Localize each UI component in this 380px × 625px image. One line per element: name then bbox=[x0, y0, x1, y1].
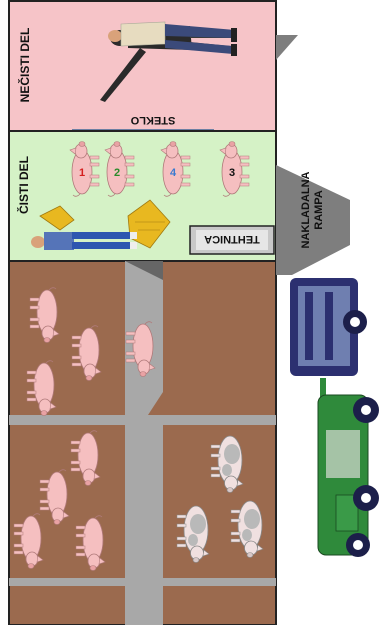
svg-text:RAMPA: RAMPA bbox=[313, 190, 325, 230]
svg-text:2: 2 bbox=[114, 167, 120, 179]
dirty-zone bbox=[9, 1, 276, 131]
scale-label: TEHTNICA bbox=[204, 233, 260, 245]
walkway bbox=[9, 415, 276, 425]
entrance-ramp-top bbox=[276, 35, 298, 60]
truck-trailer bbox=[290, 278, 367, 376]
truck-cab bbox=[318, 378, 379, 557]
walkway bbox=[125, 261, 163, 625]
walkway bbox=[9, 578, 276, 586]
clean-zone-label: ČISTI DEL bbox=[16, 156, 31, 214]
dirty-zone-label: NEČISTI DEL bbox=[17, 28, 32, 103]
svg-text:NAKLADALNA: NAKLADALNA bbox=[300, 171, 312, 248]
svg-text:NEČISTI DEL: NEČISTI DEL bbox=[17, 28, 32, 103]
svg-text:STEKLO: STEKLO bbox=[130, 114, 175, 126]
svg-text:3: 3 bbox=[229, 167, 235, 179]
svg-text:ČISTI DEL: ČISTI DEL bbox=[16, 156, 31, 214]
svg-text:TEHTNICA: TEHTNICA bbox=[204, 233, 260, 245]
svg-text:1: 1 bbox=[79, 167, 85, 179]
glass-label: STEKLO bbox=[130, 114, 175, 126]
svg-text:4: 4 bbox=[170, 167, 177, 179]
